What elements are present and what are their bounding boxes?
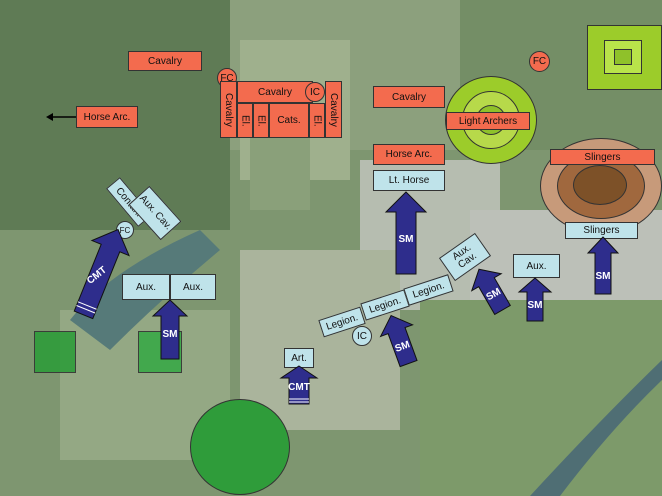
enemy-elephants-1-label: El. — [239, 114, 251, 127]
enemy-light-archers: Light Archers — [446, 112, 530, 130]
sm-arrow-slingers: SM — [586, 236, 620, 295]
sm-arrow-aux-cav-right: SM — [470, 268, 511, 316]
enemy-horse-archers-left: Horse Arc. — [76, 106, 138, 128]
cmt-arrow-contarii: CMT — [73, 228, 130, 320]
horse-archers-move-arrow — [46, 113, 76, 121]
green-round-hill-bottom — [190, 399, 290, 495]
friendly-ic: IC — [352, 326, 372, 346]
enemy-elephants-3-label: El. — [311, 114, 323, 127]
sm-arrow-slingers-label: SM — [596, 271, 611, 282]
enemy-catapults: Cats. — [269, 103, 309, 138]
enemy-cavalry-right: Cavalry — [373, 86, 445, 108]
friendly-light-horse: Lt. Horse — [373, 170, 445, 191]
enemy-fc-right: FC — [529, 51, 550, 72]
enemy-cavalry-vertical-left: Cavalry — [220, 81, 237, 138]
enemy-cavalry-vertical-right: Cavalry — [325, 81, 342, 138]
friendly-auxilia-1: Aux. — [122, 274, 170, 300]
sm-arrow-auxilia: SM — [151, 299, 189, 360]
enemy-cavalry-vertical-right-label: Cavalry — [328, 92, 339, 127]
sm-arrow-aux-right: SM — [517, 277, 553, 322]
sm-arrow-aux-right-label: SM — [528, 300, 543, 311]
sm-arrow-auxilia-label: SM — [163, 329, 178, 340]
enemy-elephants-1: El. — [237, 103, 253, 138]
cmt-arrow-artillery-label: CMT — [288, 382, 310, 393]
enemy-cavalry-top: Cavalry — [128, 51, 202, 71]
sm-arrow-light-horse: SM — [384, 191, 428, 275]
sm-arrow-legion: SM — [379, 314, 418, 368]
enemy-ic-center: IC — [305, 82, 325, 102]
enemy-elephants-3: El. — [309, 103, 325, 138]
cmt-arrow-artillery: CMT — [279, 365, 319, 405]
enemy-horse-archers-right: Horse Arc. — [373, 144, 445, 165]
sm-arrow-light-horse-label: SM — [399, 234, 414, 245]
friendly-artillery: Art. — [284, 348, 314, 368]
square-hill-top-right — [587, 25, 662, 90]
sm-arrow-legion-label: SM — [394, 339, 412, 354]
enemy-elephants-2-label: El. — [255, 114, 267, 127]
friendly-auxilia-2: Aux. — [170, 274, 216, 300]
enemy-cavalry-center: Cavalry — [237, 81, 313, 103]
friendly-auxilia-right: Aux. — [513, 254, 560, 278]
green-square-left — [34, 331, 76, 373]
enemy-elephants-2: El. — [253, 103, 269, 138]
enemy-slingers: Slingers — [550, 149, 655, 165]
enemy-cavalry-vertical-left-label: Cavalry — [223, 92, 234, 127]
